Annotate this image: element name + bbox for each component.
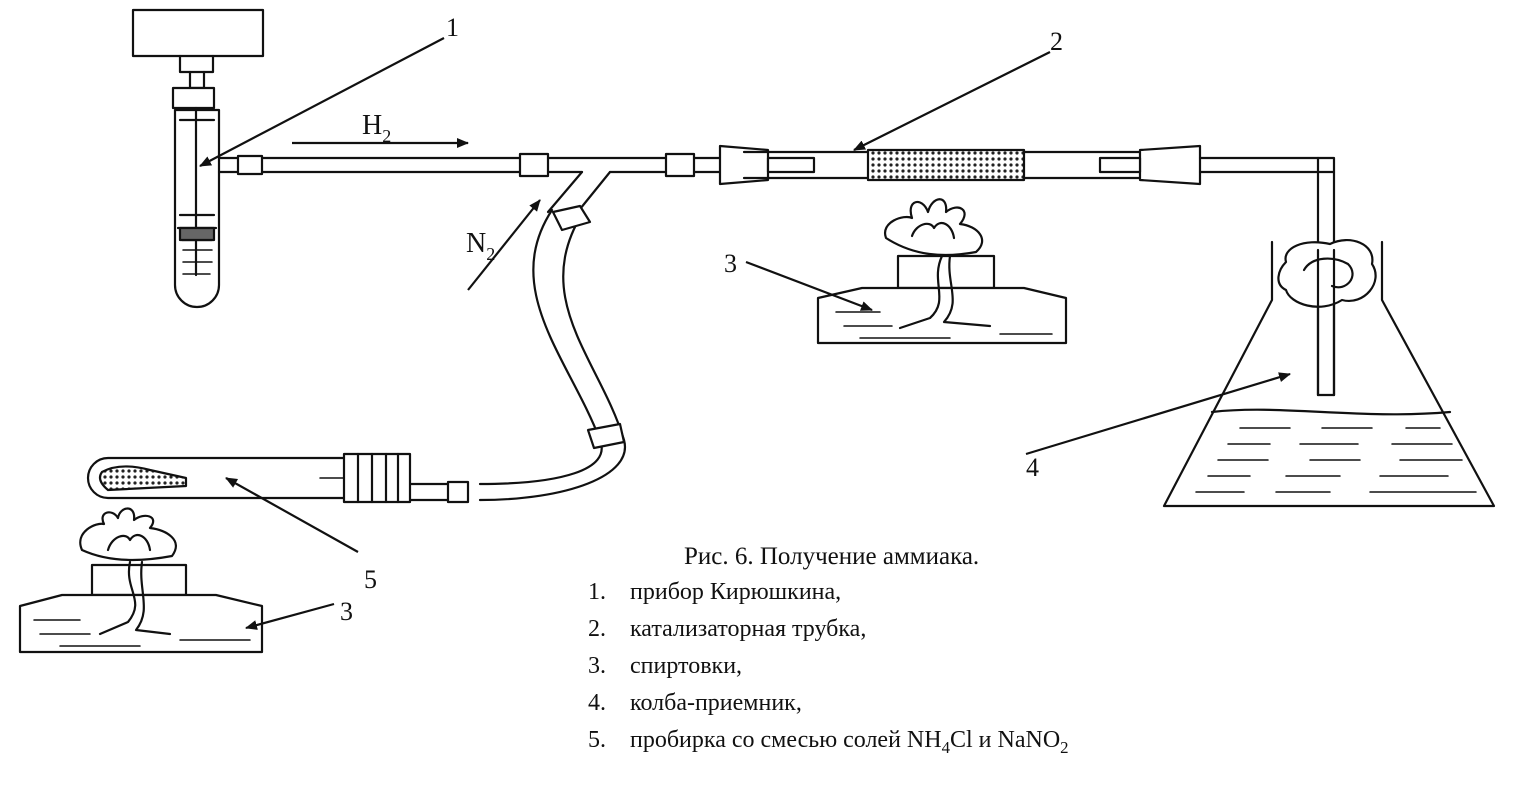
legend-item: 2.катализаторная трубка,	[588, 616, 867, 642]
callout-1: 1	[446, 13, 459, 42]
receiving-flask	[1162, 239, 1496, 508]
leader-4	[1025, 372, 1291, 456]
caption-title: Рис. 6. Получение аммиака.	[684, 543, 980, 570]
legend-item: 5.пробирка со смесью солей NH4Cl и NaNO2	[588, 727, 1069, 757]
legend-item: 3.спиртовки,	[588, 653, 743, 679]
callout-3-middle: 3	[724, 249, 737, 278]
figure-caption: Рис. 6. Получение аммиака. 1.прибор Кирю…	[588, 543, 1288, 764]
leader-1	[199, 37, 445, 167]
callout-2: 2	[1050, 27, 1063, 56]
alcohol-burner-middle	[816, 198, 1068, 345]
leader-3-middle	[745, 260, 873, 312]
callout-3-left: 3	[340, 597, 353, 626]
nitrogen-hose	[408, 204, 627, 504]
n2-flow-arrow	[467, 199, 541, 291]
leader-3-left	[245, 602, 335, 630]
legend-item: 4.колба-приемник,	[588, 690, 802, 716]
catalyst-tube	[718, 144, 1336, 397]
legend-list: 1.прибор Кирюшкина, 2.катализаторная тру…	[588, 579, 1288, 764]
legend-item: 1.прибор Кирюшкина,	[588, 579, 842, 605]
leader-2	[853, 51, 1051, 151]
n2-label: N2	[466, 228, 495, 264]
salt-test-tube	[86, 452, 412, 504]
callout-5: 5	[364, 565, 377, 594]
callout-4: 4	[1026, 453, 1039, 482]
kiryushkin-device	[131, 8, 265, 309]
h2-label: H2	[362, 110, 391, 146]
alcohol-burner-left	[18, 507, 264, 654]
leader-5	[225, 477, 359, 553]
gas-tube	[260, 152, 722, 216]
